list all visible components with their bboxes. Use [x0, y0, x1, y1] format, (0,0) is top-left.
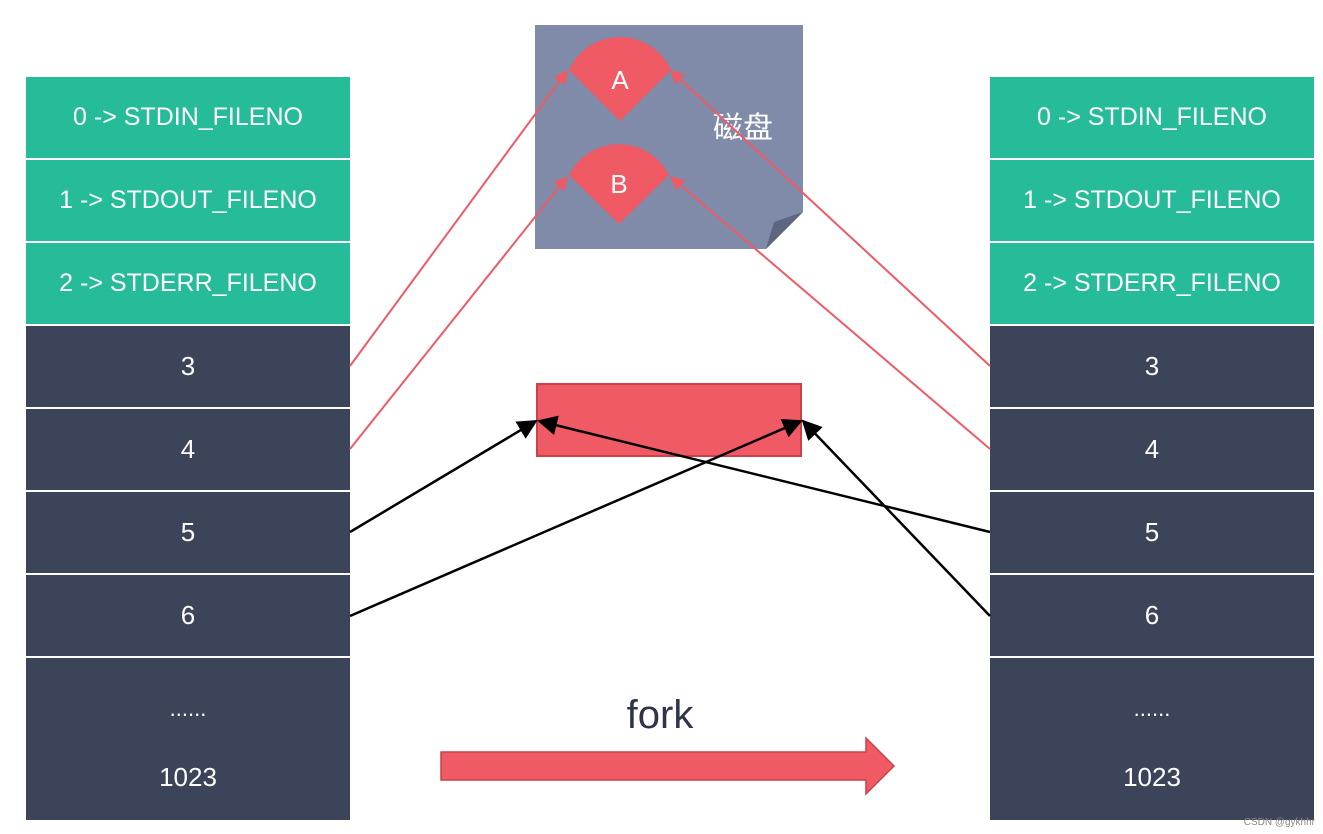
right-row-tail: ...... 1023	[990, 658, 1314, 820]
arrow-right-fd6-to-pipe	[801, 419, 991, 617]
left-row-fd-4: 4	[26, 409, 350, 492]
pipe-buffer	[536, 383, 802, 457]
watermark: CSDN @gykhhr	[1243, 817, 1315, 828]
left-row-fd-5: 5	[26, 492, 350, 575]
parent-fd-table: 0 -> STDIN_FILENO 1 -> STDOUT_FILENO 2 -…	[26, 77, 350, 820]
arrow-right-fd4-to-b	[669, 176, 991, 450]
right-ellipsis: ......	[1133, 696, 1171, 721]
left-row-stdout: 1 -> STDOUT_FILENO	[26, 160, 350, 243]
left-row-fd-1023: 1023	[159, 762, 217, 792]
arrow-left-fd3-to-a	[349, 69, 568, 367]
file-a-sector	[569, 37, 671, 121]
left-row-fd-3: 3	[26, 326, 350, 409]
disk-label: 磁盘	[713, 112, 773, 145]
left-row-stdin: 0 -> STDIN_FILENO	[26, 77, 350, 160]
right-row-stderr: 2 -> STDERR_FILENO	[990, 243, 1314, 326]
file-b-sector	[569, 144, 669, 224]
right-row-fd-6: 6	[990, 575, 1314, 658]
arrow-right-fd3-to-a	[669, 70, 991, 367]
fork-label: fork	[627, 693, 695, 737]
fork-arrow-icon	[440, 736, 896, 796]
right-row-stdout: 1 -> STDOUT_FILENO	[990, 160, 1314, 243]
left-row-tail: ...... 1023	[26, 658, 350, 820]
file-b-label: B	[610, 169, 627, 199]
file-a-label: A	[611, 65, 629, 95]
left-ellipsis: ......	[169, 696, 207, 721]
arrow-left-fd4-to-b	[349, 175, 568, 450]
left-row-fd-6: 6	[26, 575, 350, 658]
right-row-fd-1023: 1023	[1123, 762, 1181, 792]
right-row-fd-3: 3	[990, 326, 1314, 409]
arrow-left-fd6-to-pipe	[349, 418, 803, 618]
arrow-left-fd5-to-pipe	[349, 419, 538, 534]
child-fd-table: 0 -> STDIN_FILENO 1 -> STDOUT_FILENO 2 -…	[990, 77, 1314, 820]
right-row-stdin: 0 -> STDIN_FILENO	[990, 77, 1314, 160]
right-row-fd-4: 4	[990, 409, 1314, 492]
right-row-fd-5: 5	[990, 492, 1314, 575]
left-row-stderr: 2 -> STDERR_FILENO	[26, 243, 350, 326]
arrow-right-fd5-to-pipe	[537, 415, 991, 534]
